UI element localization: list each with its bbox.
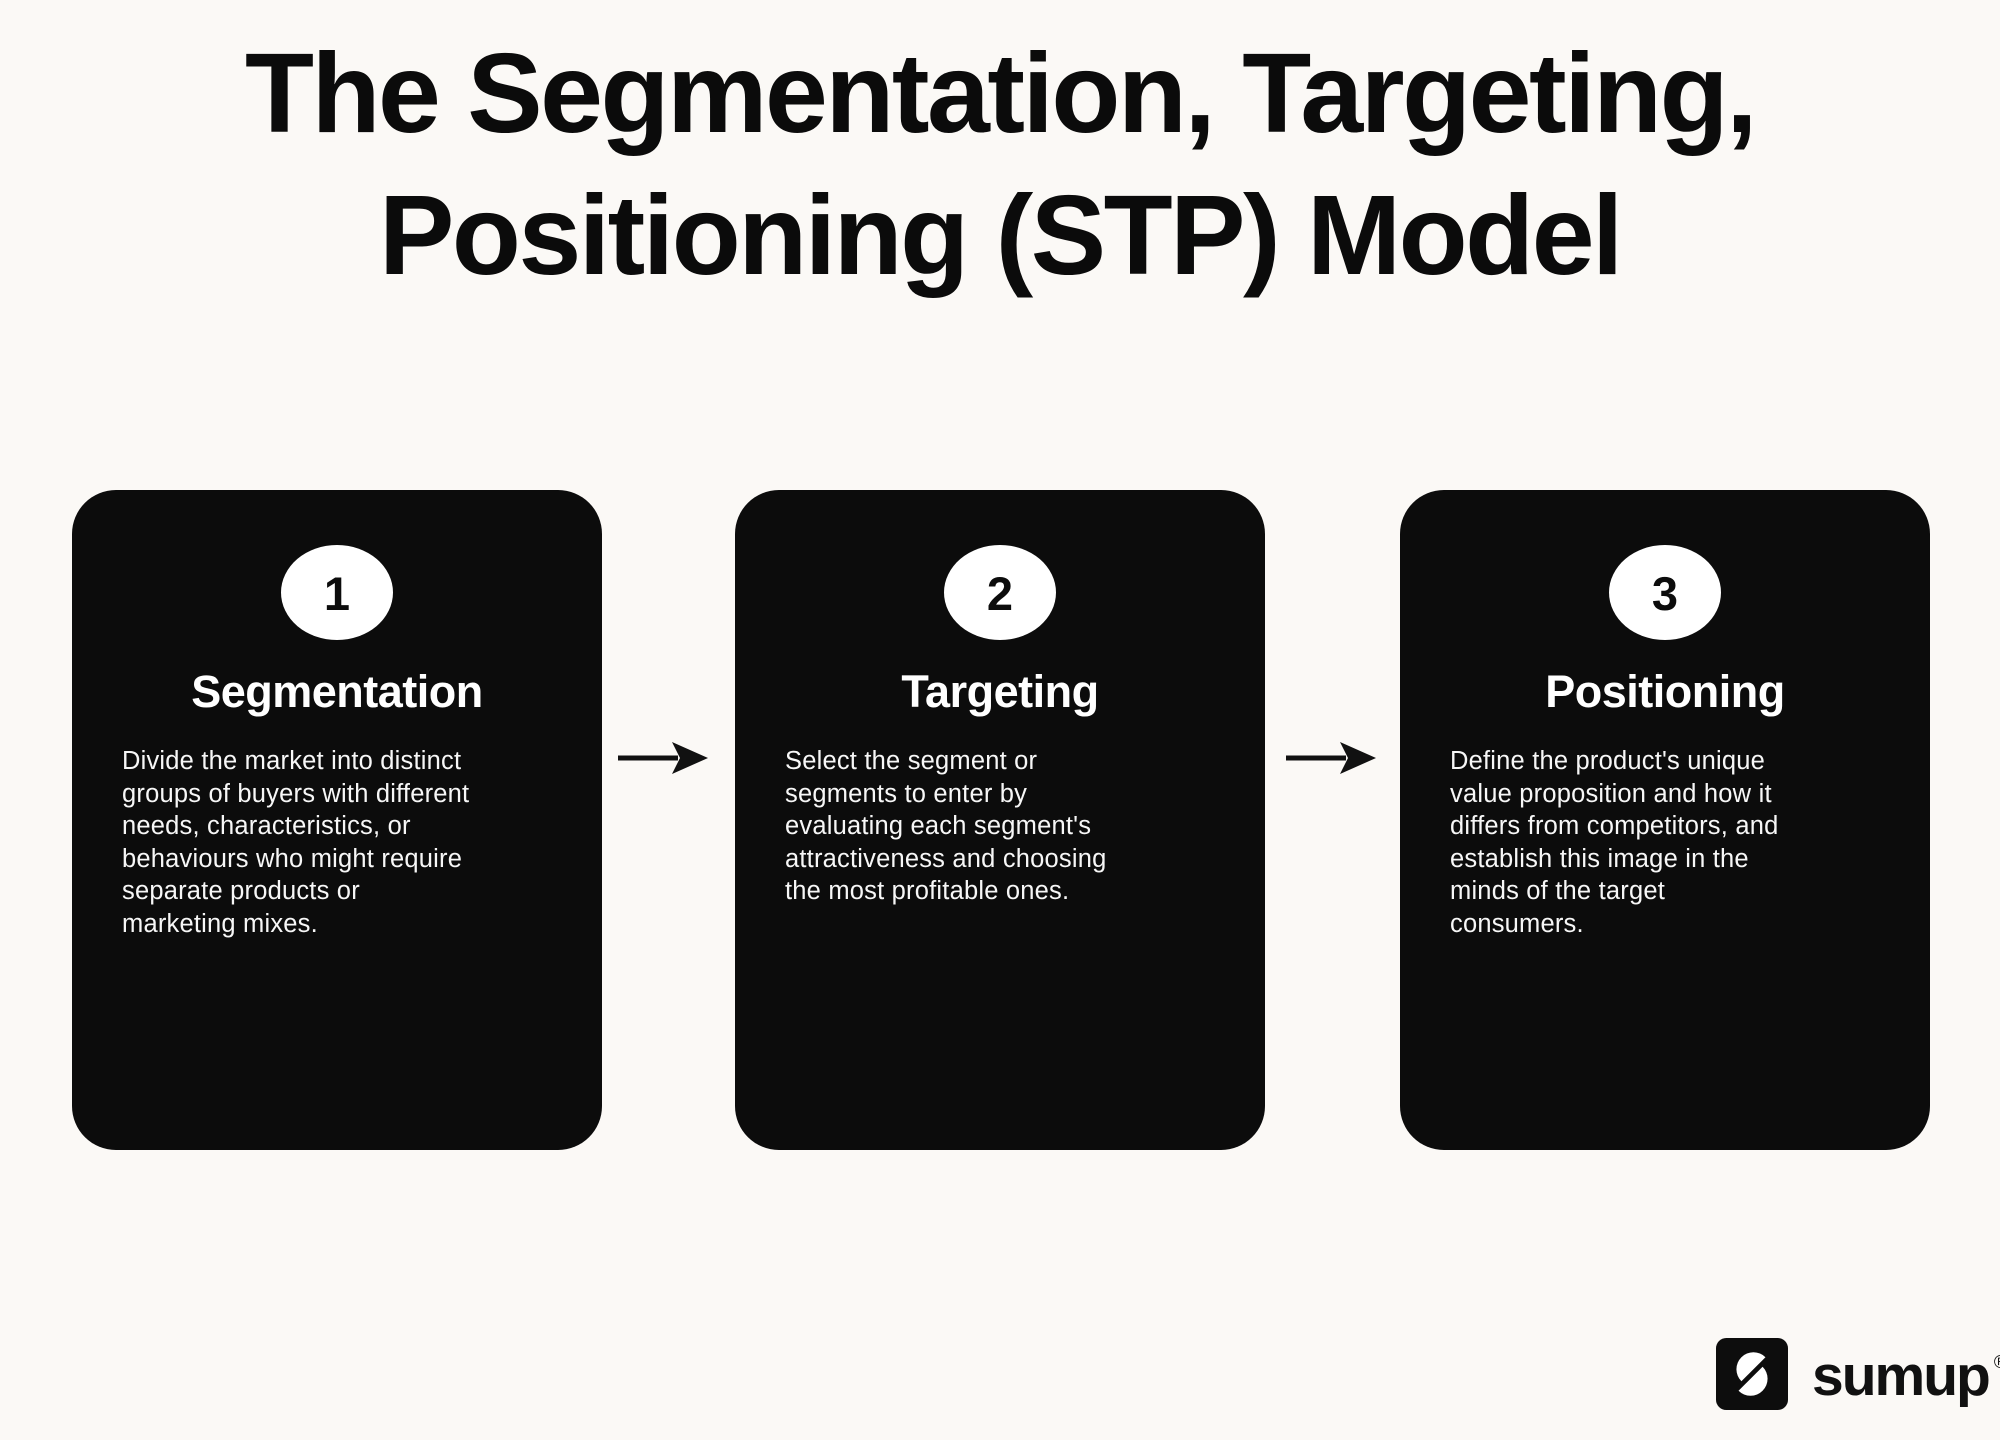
card-description: Select the segment or segments to enter … [785, 747, 1107, 905]
card-segmentation: 1 Segmentation Divide the market into di… [72, 490, 602, 1150]
card-description: Divide the market into distinct groups o… [122, 747, 470, 938]
arrow-right-icon [1284, 737, 1378, 784]
card-title: Segmentation [191, 666, 483, 717]
step-number-badge: 2 [944, 545, 1056, 640]
sumup-wordmark: sumup [1812, 1344, 1991, 1408]
step-number-badge: 3 [1609, 545, 1721, 640]
sumup-logo: sumup ® [1716, 1338, 2000, 1410]
card-positioning: 3 Positioning Define the product's uniqu… [1400, 490, 1930, 1150]
step-number-badge: 1 [281, 545, 393, 640]
registered-trademark-symbol: ® [1994, 1352, 2000, 1373]
card-title: Positioning [1545, 666, 1785, 717]
sumup-s-icon [1716, 1338, 1788, 1410]
step-number: 2 [986, 567, 1014, 620]
card-title: Targeting [901, 666, 1099, 717]
step-number: 1 [323, 567, 351, 620]
card-description: Define the product's unique value propos… [1450, 747, 1779, 938]
arrow-right-icon [616, 737, 710, 784]
card-targeting: 2 Targeting Select the segment or segmen… [735, 490, 1265, 1150]
page-title: The Segmentation, Targeting, Positioning… [244, 30, 1758, 298]
step-number: 3 [1651, 567, 1679, 620]
